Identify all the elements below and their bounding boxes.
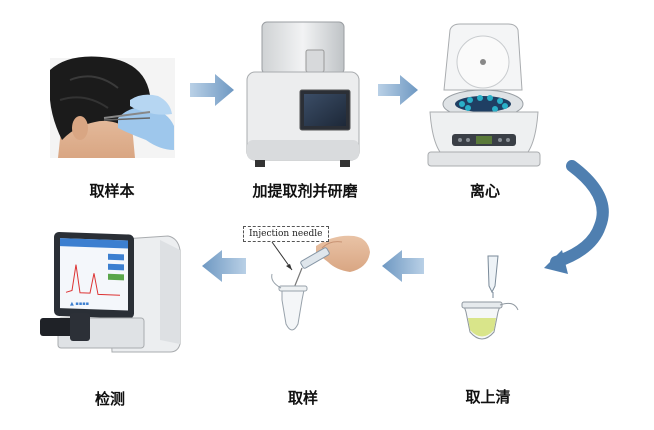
step-label-sampling: 取样	[287, 389, 318, 407]
step-label-extract-grind: 加提取剂并研磨	[252, 182, 358, 200]
curved-flow-arrow	[544, 160, 609, 274]
flow-arrow-2	[378, 75, 418, 105]
step-label-detection: 检测	[94, 390, 125, 408]
flow-arrow-4	[202, 250, 246, 282]
flow-arrow-3	[382, 250, 424, 282]
pipette-tube-image	[461, 255, 519, 340]
flow-arrow-1	[190, 74, 234, 106]
hair-sampling-image	[50, 56, 175, 158]
detector-image: ▲ ▪▪▪▪	[40, 232, 181, 353]
injection-needle-callout: Injection needle	[243, 226, 329, 242]
grinder-image	[246, 21, 360, 167]
step-label-supernatant: 取上清	[465, 388, 511, 406]
step-label-centrifuge: 离心	[469, 182, 500, 200]
step-label-sample: 取样本	[89, 182, 135, 200]
svg-text:▲ ▪▪▪▪: ▲ ▪▪▪▪	[70, 301, 89, 307]
needle-tube-image	[271, 235, 370, 331]
centrifuge-image	[427, 23, 541, 167]
